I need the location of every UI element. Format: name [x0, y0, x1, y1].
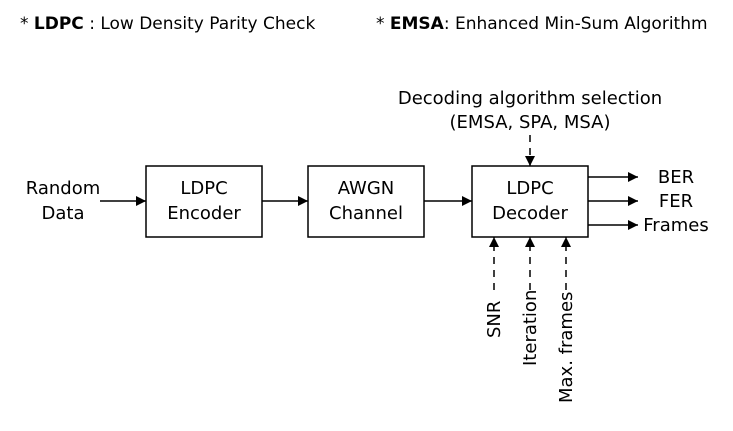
input-label-line1: Random — [26, 178, 101, 199]
encoder-label-line1: LDPC — [180, 178, 227, 199]
input-label-line2: Data — [42, 203, 85, 224]
decoder-label-line2: Decoder — [492, 203, 568, 224]
param-iteration-label: Iteration — [520, 290, 541, 366]
selection-label-line1: Decoding algorithm selection — [398, 88, 662, 109]
output-fer-label: FER — [659, 191, 693, 212]
decoder-label-line1: LDPC — [506, 178, 553, 199]
encoder-label-line2: Encoder — [167, 203, 241, 224]
note-emsa: * EMSA: Enhanced Min-Sum Algorithm — [376, 14, 708, 34]
selection-label-line2: (EMSA, SPA, MSA) — [450, 112, 611, 133]
ldpc-decoder-block — [471, 165, 589, 238]
output-ber-label: BER — [658, 167, 694, 188]
param-maxframes-label: Max. frames — [556, 292, 577, 403]
channel-label-line2: Channel — [329, 203, 403, 224]
note-ldpc: * LDPC : Low Density Parity Check — [20, 14, 315, 34]
awgn-channel-block — [307, 165, 425, 238]
output-frames-label: Frames — [643, 215, 708, 236]
param-snr-label: SNR — [484, 301, 505, 338]
ldpc-encoder-block — [145, 165, 263, 238]
channel-label-line1: AWGN — [338, 178, 395, 199]
